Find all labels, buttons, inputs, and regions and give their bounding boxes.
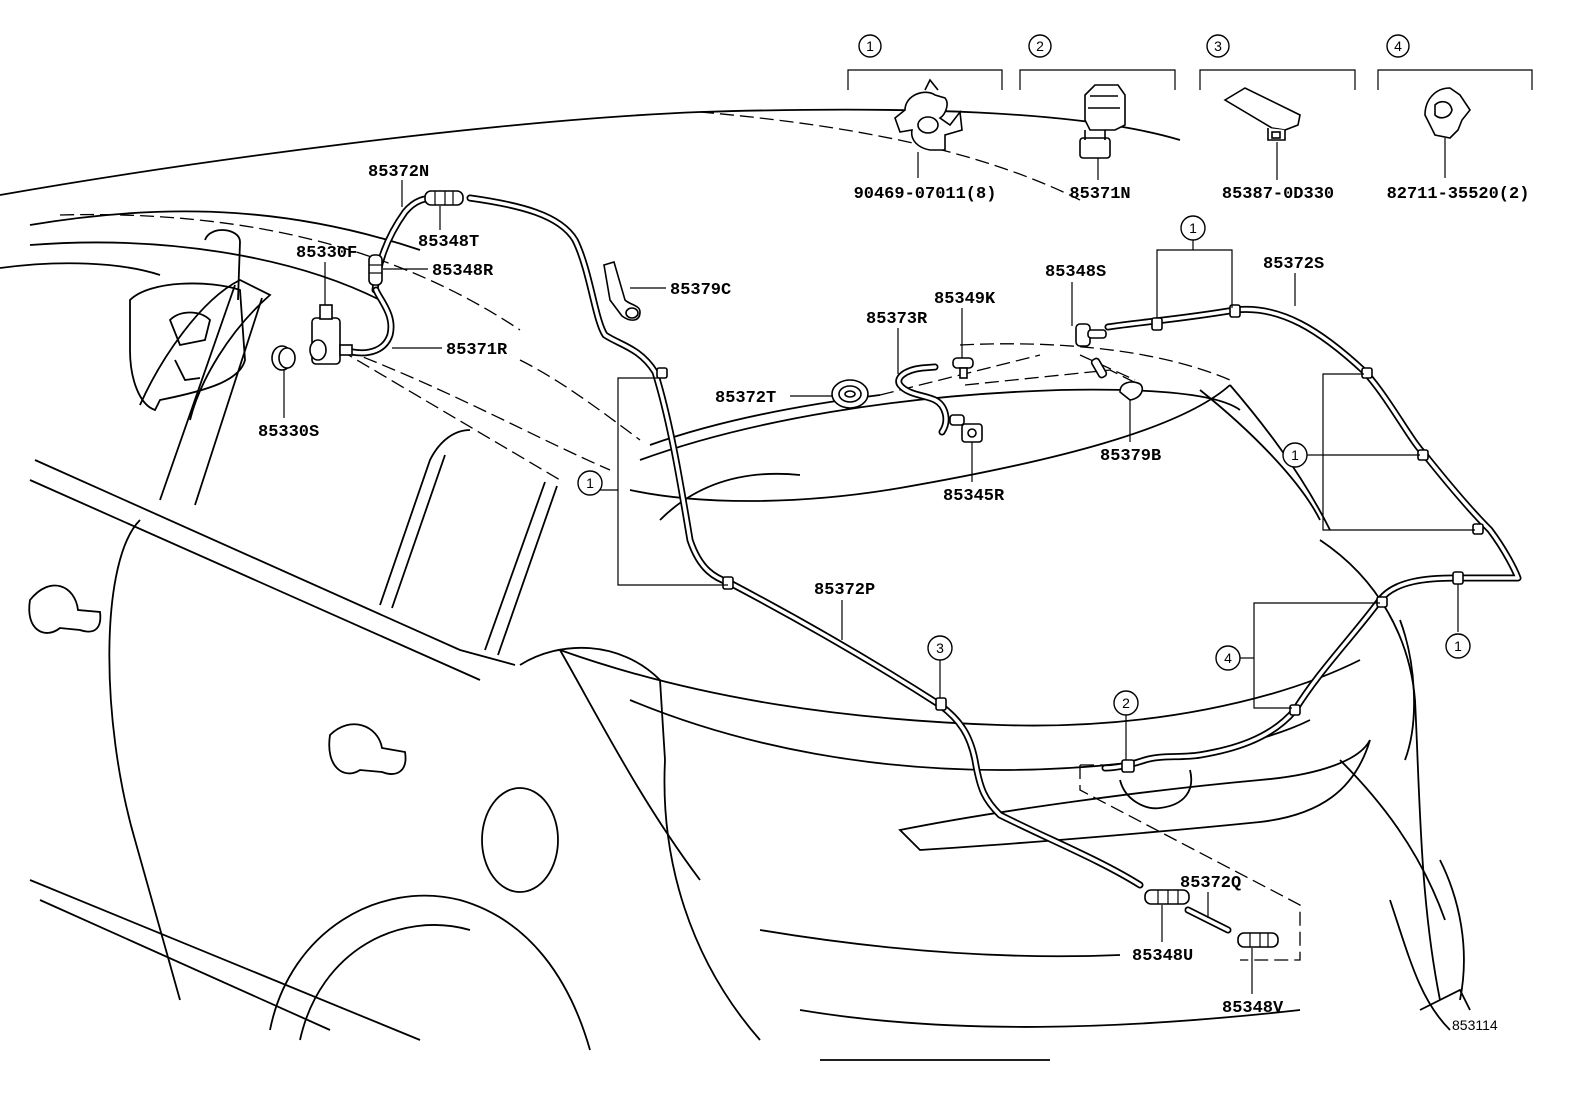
label-85349K: 85349K	[934, 290, 996, 309]
nozzle-grommet-icon	[831, 379, 869, 409]
grommet-icon	[271, 345, 296, 371]
legend-part-1: 90469-07011(8)	[854, 185, 997, 204]
hose-elbow-icon	[603, 261, 641, 321]
callout-2: 2	[1122, 695, 1130, 711]
label-85348V: 85348V	[1222, 999, 1284, 1018]
joint-icon	[1075, 323, 1107, 347]
washer-parts	[271, 190, 1484, 948]
label-85372T: 85372T	[715, 389, 776, 408]
legend-marker-1: 1	[866, 38, 874, 54]
label-85345R: 85345R	[943, 487, 1005, 506]
legend-part-3: 85387-0D330	[1222, 185, 1334, 204]
hose-connector-icon	[368, 190, 464, 286]
part-labels: 85372N 85348T 85330F 85348R 85371R 85330…	[258, 163, 1324, 1018]
legend-part-4: 82711-35520(2)	[1387, 185, 1530, 204]
label-85372S: 85372S	[1263, 255, 1324, 274]
callout-4: 4	[1224, 650, 1232, 666]
label-85379B: 85379B	[1100, 447, 1161, 466]
legend-marker-2: 2	[1036, 38, 1044, 54]
legend-marker-4: 4	[1394, 38, 1402, 54]
end-connector-icon	[1144, 889, 1279, 948]
hose-holder-icon	[1223, 87, 1301, 180]
callout-1-top-right: 1	[1189, 220, 1197, 236]
washer-pump-icon	[309, 304, 353, 365]
label-85330S: 85330S	[258, 423, 319, 442]
label-85371R: 85371R	[446, 341, 508, 360]
legend-part-2: 85371N	[1069, 185, 1130, 204]
callouts: 1 1 1 1 3 4 2	[577, 215, 1475, 760]
label-85330F: 85330F	[296, 244, 357, 263]
illustration-number: 853114	[1452, 1017, 1498, 1033]
check-valve-icon	[952, 357, 974, 379]
callout-1-right: 1	[1291, 447, 1299, 463]
legend-marker-3: 3	[1214, 38, 1222, 54]
label-85372Q: 85372Q	[1180, 874, 1241, 893]
label-85348R: 85348R	[432, 262, 494, 281]
label-85373R: 85373R	[866, 310, 928, 329]
legend: 1 2 3 4 90469-07011(8) 85371N	[847, 34, 1533, 204]
label-85348U: 85348U	[1132, 947, 1193, 966]
label-85372P: 85372P	[814, 581, 875, 600]
wiring-clamp-icon	[1424, 87, 1471, 178]
hose-clamp-markers	[656, 304, 1484, 773]
label-85379C: 85379C	[670, 281, 731, 300]
label-85348T: 85348T	[418, 233, 479, 252]
rear-nozzle-icon	[1090, 357, 1144, 401]
hose-clamp-icon	[894, 78, 963, 178]
hose-clip-icon	[1079, 84, 1126, 180]
label-85372N: 85372N	[368, 163, 429, 182]
vehicle-body-outline	[0, 108, 1471, 1061]
label-85348S: 85348S	[1045, 263, 1106, 282]
washer-nozzle-icon	[949, 414, 983, 443]
callout-1-left: 1	[586, 475, 594, 491]
callout-1-bottom-right: 1	[1454, 638, 1462, 654]
callout-3: 3	[936, 640, 944, 656]
washer-tank	[129, 229, 246, 412]
